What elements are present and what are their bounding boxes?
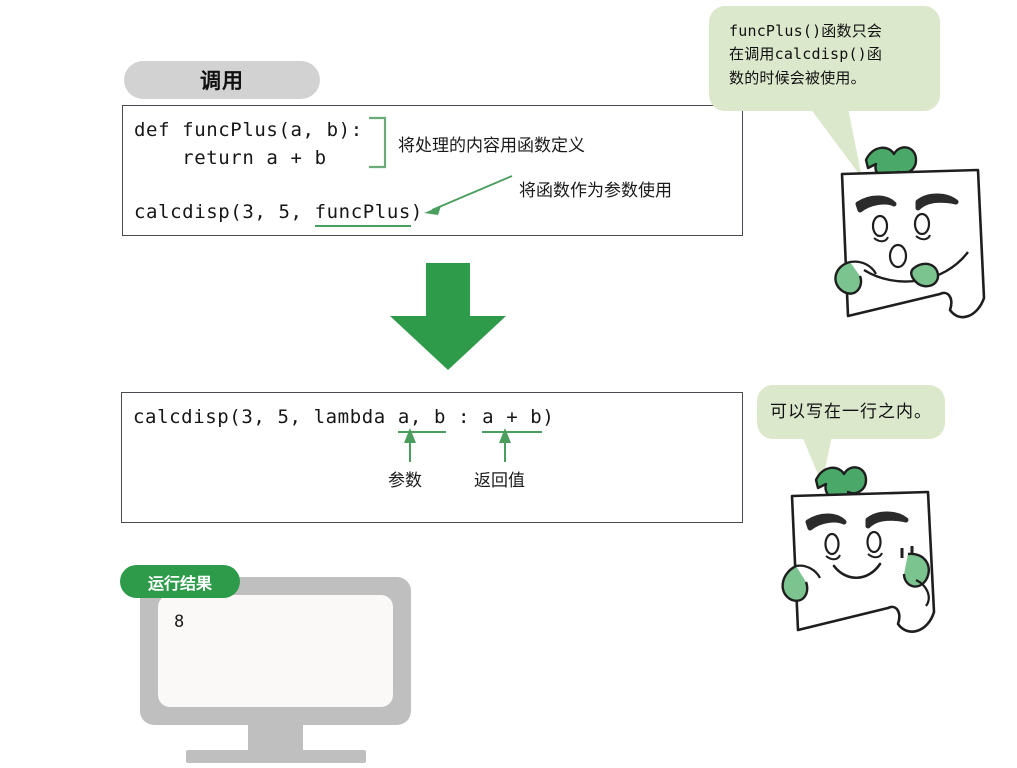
result-label-text: 运行结果	[147, 575, 212, 593]
annotation-return-label: 返回值	[474, 471, 525, 490]
code-block-function-definition: def funcPlus(a, b): return a + b calcdis…	[122, 105, 743, 236]
speech-bubble-bottom-text: 可以写在一行之内。	[770, 402, 932, 422]
code-line-return: return a + b	[134, 147, 327, 169]
speech-bubble-bottom: 可以写在一行之内。	[757, 385, 945, 439]
code-call-prefix: calcdisp(3, 5,	[134, 201, 315, 223]
annotation-pass-func-note: 将函数作为参数使用	[519, 181, 672, 200]
code-line-call: calcdisp(3, 5, funcPlus)	[134, 201, 423, 227]
code-lambda-body: a + b	[482, 406, 543, 433]
character-smile-icon	[781, 466, 936, 633]
code-lambda-prefix: calcdisp(3, 5, lambda	[133, 406, 398, 428]
speech-bubble-top: funcPlus()函数只会 在调用calcdisp()函 数的时候会被使用。	[709, 6, 940, 111]
speech-bubble-top-tail	[810, 108, 862, 178]
code-block-lambda: calcdisp(3, 5, lambda a, b : a + b)	[121, 392, 743, 523]
speech-bubble-top-text: funcPlus()函数只会 在调用calcdisp()函 数的时候会被使用。	[729, 22, 883, 87]
code-line-def: def funcPlus(a, b):	[134, 119, 363, 141]
character-angry-icon	[834, 146, 986, 319]
result-monitor	[140, 577, 411, 763]
section-label-call-text: 调用	[200, 70, 244, 93]
code-call-funcname: funcPlus	[314, 201, 411, 227]
code-lambda-params: a, b	[397, 406, 447, 433]
code-call-suffix: )	[410, 201, 423, 223]
code-lambda-middle: :	[446, 406, 483, 428]
result-output-value: 8	[174, 612, 185, 632]
flow-arrow-down-icon	[390, 263, 506, 370]
code-lambda-suffix: )	[542, 406, 555, 428]
result-label-badge: 运行结果	[120, 565, 240, 598]
annotation-params-label: 参数	[388, 471, 422, 490]
code-line-lambda: calcdisp(3, 5, lambda a, b : a + b)	[133, 406, 555, 433]
section-label-call: 调用	[124, 61, 320, 99]
annotation-define-note: 将处理的内容用函数定义	[398, 136, 585, 155]
